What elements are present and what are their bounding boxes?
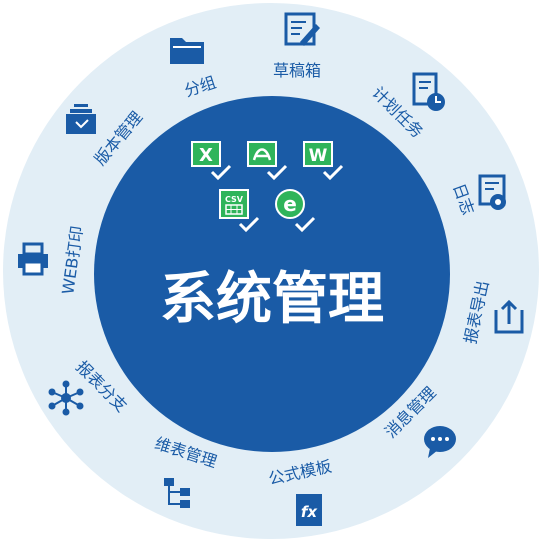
module-label-drafts: 草稿箱 <box>273 61 321 80</box>
ie-icon: e <box>275 189 316 233</box>
svg-text:X: X <box>199 145 213 166</box>
gear-document-icon <box>478 174 506 210</box>
center-title: 系统管理 <box>160 267 384 332</box>
chat-bubble-icon <box>424 426 456 458</box>
center-circle <box>94 96 450 452</box>
clock-document-icon <box>412 72 445 111</box>
edit-document-icon <box>284 12 320 46</box>
csv-icon: CSV <box>219 189 260 233</box>
pdf-icon <box>247 141 288 181</box>
folder-icon <box>170 38 204 64</box>
word-icon: W <box>303 141 344 181</box>
module-drafts[interactable]: 草稿箱 <box>273 12 321 80</box>
printer-icon <box>18 242 48 276</box>
excel-icon: X <box>191 141 232 181</box>
svg-text:e: e <box>283 192 297 216</box>
export-icon <box>494 299 524 334</box>
module-webprint[interactable]: WEB打印 <box>18 225 87 296</box>
version-stack-icon <box>66 104 96 134</box>
svg-text:fx: fx <box>301 503 319 521</box>
hierarchy-icon <box>164 478 190 508</box>
svg-text:CSV: CSV <box>225 195 244 204</box>
network-icon <box>48 380 84 416</box>
center-icons: X W CSV e <box>191 141 344 233</box>
fx-icon: fx <box>296 494 322 526</box>
svg-text:W: W <box>309 146 328 166</box>
